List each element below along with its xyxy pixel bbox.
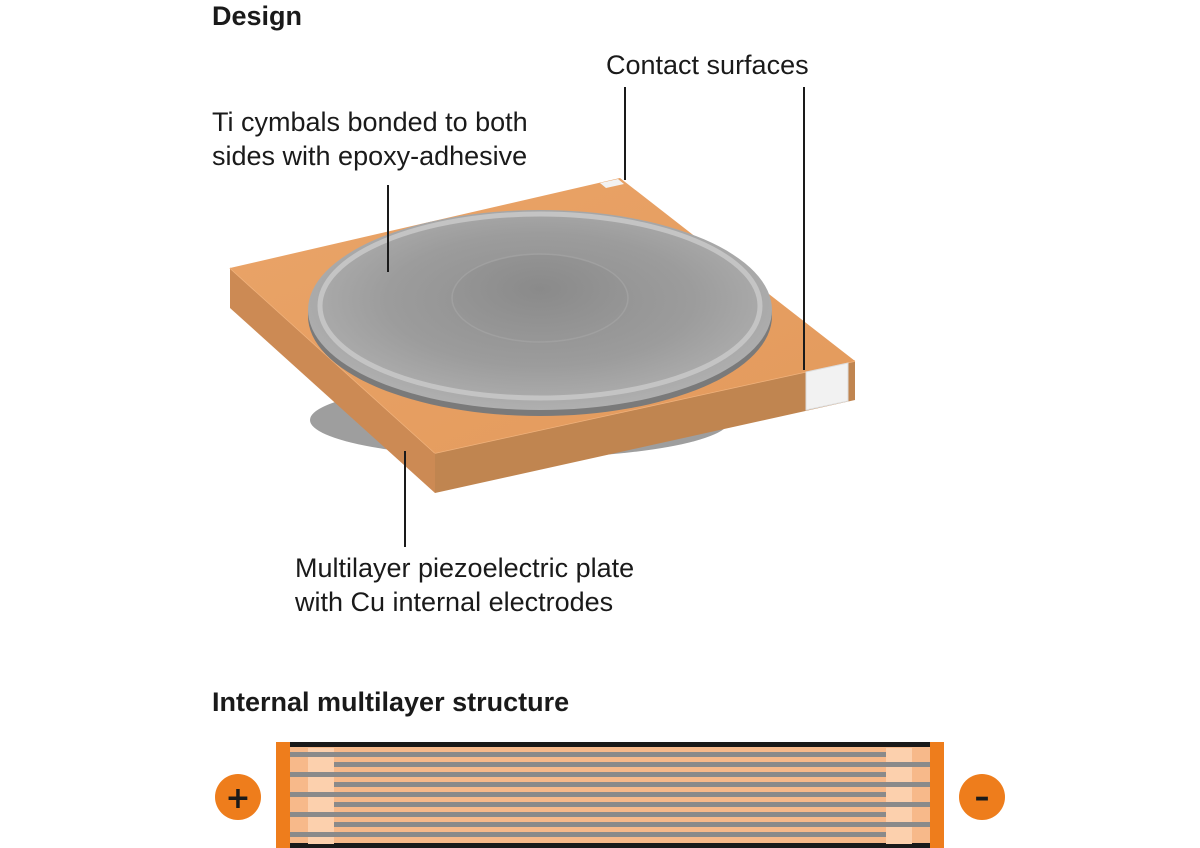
callout-ti-cymbals-line-2: sides with epoxy-adhesive bbox=[212, 141, 528, 171]
plate-right-face bbox=[435, 361, 855, 493]
positive-terminal-icon bbox=[215, 774, 261, 820]
positive-sign: + bbox=[225, 781, 250, 816]
callout-piezo-plate: Multilayer piezoelectric plate with Cu i… bbox=[295, 551, 634, 619]
design-heading: Design bbox=[212, 1, 303, 31]
electrodes-right bbox=[334, 762, 930, 827]
callout-piezo-plate-line-2: with Cu internal electrodes bbox=[295, 587, 614, 617]
structure-heading: Internal multilayer structure bbox=[212, 687, 570, 717]
terminal-strip-right bbox=[930, 742, 944, 848]
negative-sign: – bbox=[975, 780, 990, 815]
callout-contact-surfaces: Contact surfaces bbox=[606, 48, 809, 82]
callout-ti-cymbals-line-1: Ti cymbals bonded to both bbox=[212, 107, 528, 137]
top-cymbal-flange bbox=[317, 211, 763, 401]
callout-contact-surfaces-line-1: Contact surfaces bbox=[606, 50, 809, 80]
negative-terminal-icon bbox=[959, 774, 1005, 820]
terminal-strip-left bbox=[276, 742, 290, 848]
contact-surface-side bbox=[805, 362, 849, 411]
electrodes-left bbox=[290, 752, 886, 837]
callout-piezo-plate-line-1: Multilayer piezoelectric plate bbox=[295, 553, 635, 583]
top-cymbal-dome bbox=[451, 253, 629, 343]
contact-surface-top bbox=[600, 179, 624, 188]
plate-front-face bbox=[230, 268, 435, 493]
callout-ti-cymbals: Ti cymbals bonded to both sides with epo… bbox=[212, 105, 528, 173]
